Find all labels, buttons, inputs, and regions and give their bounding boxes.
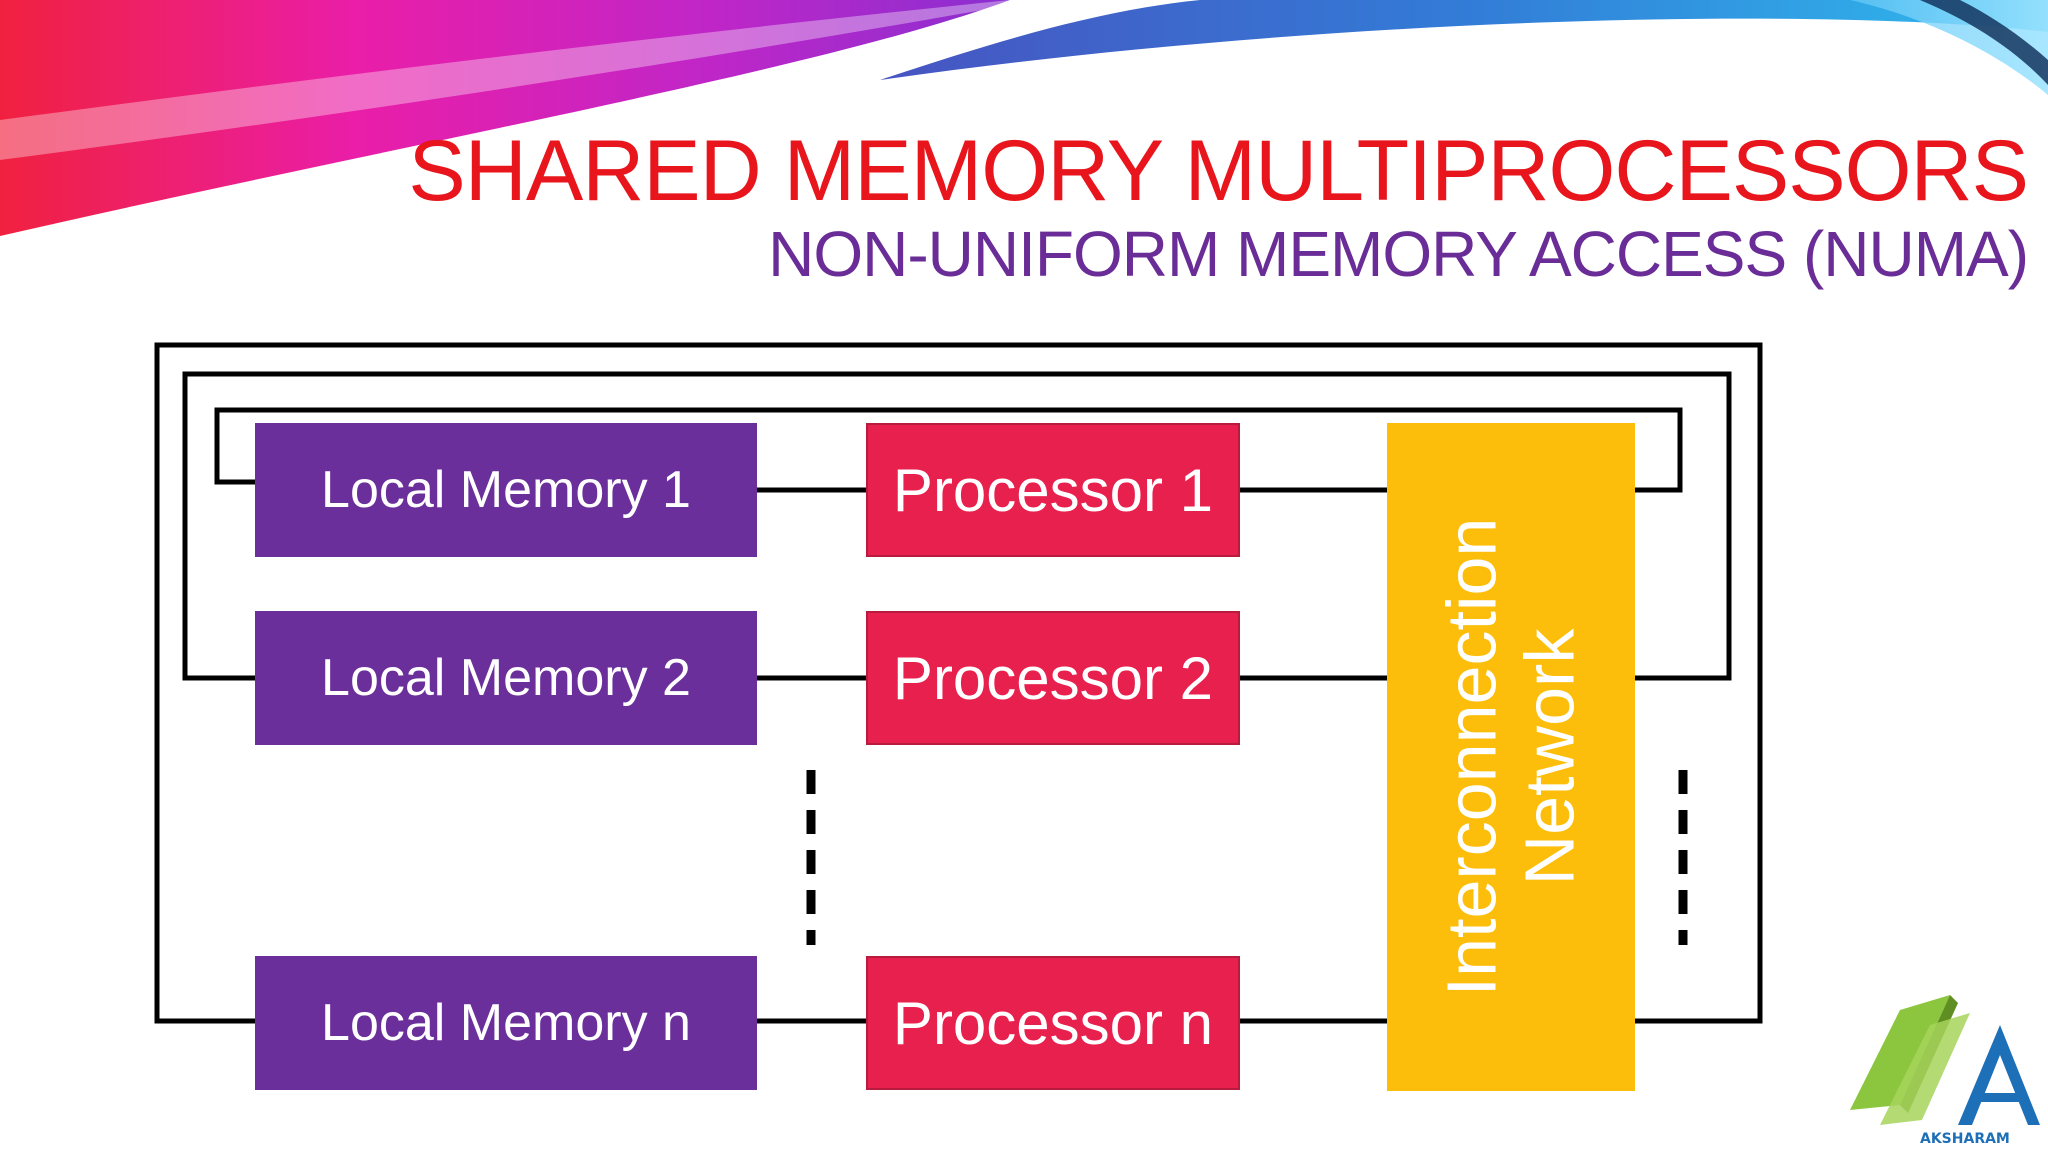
local-memory-1-box: Local Memory 1 (255, 423, 757, 557)
local-memory-n-box: Local Memory n (255, 956, 757, 1090)
slide-title: SHARED MEMORY MULTIPROCESSORS (408, 123, 2029, 219)
bus-line-2 (182, 371, 1732, 681)
logo-text: AKSHARAM (1920, 1131, 2010, 1147)
interconnection-network-label: Interconnection Network (1433, 518, 1590, 997)
interconnection-network-box: Interconnection Network (1387, 423, 1635, 1091)
decorative-swoosh-banner (0, 0, 2048, 236)
processor-2-box: Processor 2 (866, 611, 1240, 745)
bus-line-1 (214, 407, 1683, 493)
processor-1-box: Processor 1 (866, 423, 1240, 557)
network-label-line-1: Interconnection (1432, 517, 1511, 997)
aksharam-logo-icon (1850, 995, 2040, 1125)
bus-line-n (154, 342, 1763, 1024)
network-label-line-2: Network (1511, 628, 1589, 886)
processor-n-box: Processor n (866, 956, 1240, 1090)
local-memory-2-box: Local Memory 2 (255, 611, 757, 745)
slide-subtitle: NON-UNIFORM MEMORY ACCESS (NUMA) (768, 218, 2029, 290)
